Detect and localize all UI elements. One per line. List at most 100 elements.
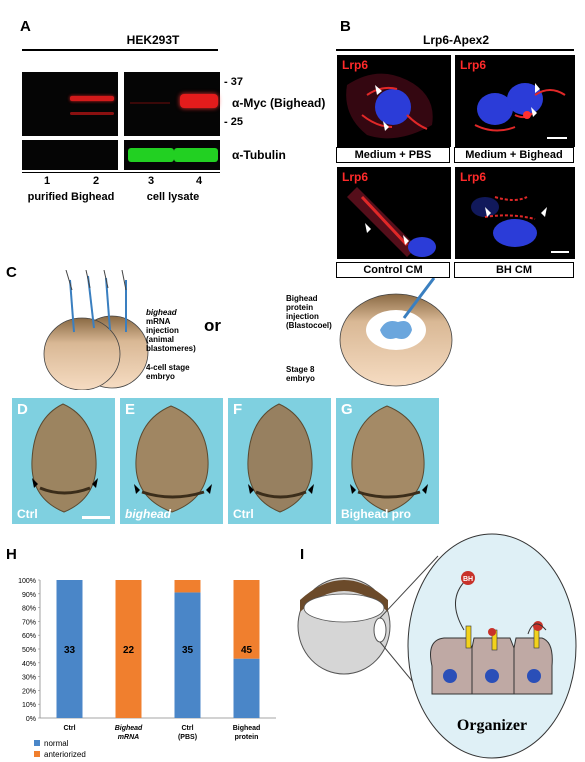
mrna-line-2: mRNA [146, 317, 171, 326]
panel-label-g: G [341, 401, 353, 418]
embryo-panel-g: Bighead pro [336, 398, 439, 524]
channel-label: Lrp6 [342, 58, 369, 72]
x-category-label: Bighead [115, 725, 143, 732]
y-tick-label: 30% [22, 675, 36, 682]
x-category-label: Bighead [233, 725, 261, 732]
y-tick-label: 50% [22, 647, 36, 654]
panel-label-h: H [6, 546, 17, 563]
myc-antibody-label: α-Myc (Bighead) [232, 96, 326, 110]
tubulin-blot-right [124, 140, 220, 170]
myc-blot-left [22, 72, 118, 136]
band-lane4-myc [180, 94, 218, 108]
panel-label-b: B [340, 18, 351, 35]
bh-ligand-label: BH [463, 576, 473, 583]
bar-count-label: 45 [241, 645, 253, 656]
tubulin-band-lane3 [128, 148, 174, 162]
embryo-photo-g [350, 405, 428, 513]
micrograph-bh-cm-image [471, 196, 569, 253]
x-category-label: mRNA [118, 734, 139, 741]
band-lane2-lower [70, 112, 114, 115]
embryo-label-d: Ctrl [17, 507, 38, 521]
bar-normal [233, 658, 260, 718]
stage-left-line-2: embryo [146, 372, 175, 381]
tubulin-antibody-label: α-Tubulin [232, 148, 286, 162]
micrograph-medium-pbs: Lrp6 [336, 54, 452, 148]
legend-label-anteriorized: anteriorized [44, 750, 86, 759]
band-lane3-faint [130, 102, 170, 104]
channel-label: Lrp6 [460, 58, 487, 72]
bar-count-label: 22 [123, 645, 135, 656]
mrna-line-1: bighead [146, 308, 177, 317]
four-cell-embryo-illustration [43, 270, 149, 390]
stage8-text: Stage 8 embryo [286, 365, 315, 383]
panel-label-c: C [6, 264, 17, 281]
caption-control-cm: Control CM [336, 262, 450, 278]
stage-left-line-1: 4-cell stage [146, 363, 190, 372]
protein-line-1: Bighead [286, 294, 318, 303]
bar-count-label: 35 [182, 645, 194, 656]
band-lane2-upper [70, 96, 114, 101]
panel-label-i: I [300, 546, 305, 563]
marker-25: - 25 [224, 116, 243, 128]
stage-right-line-2: embryo [286, 374, 315, 383]
four-cell-stage-text: 4-cell stage embryo [146, 363, 190, 381]
lane-divider [22, 172, 220, 173]
y-tick-label: 80% [22, 606, 36, 613]
micrograph-control-cm: Lrp6 [336, 166, 452, 260]
lane-number-1: 1 [44, 175, 51, 187]
tubulin-blot-left [22, 140, 118, 170]
bar-normal [56, 580, 83, 718]
title-underline [22, 49, 218, 51]
bar-normal [174, 592, 201, 718]
y-tick-label: 100% [18, 578, 36, 585]
caption-medium-pbs: Medium + PBS [336, 147, 450, 163]
x-category-label: (PBS) [178, 734, 197, 741]
organizer-schematic: BH Organizer [297, 533, 577, 759]
protein-line-2: protein [286, 303, 314, 312]
y-tick-label: 70% [22, 619, 36, 626]
panel-label-d: D [17, 401, 28, 418]
cell-line-title: HEK293T [126, 33, 180, 47]
bar-anteriorized [233, 580, 260, 659]
protein-line-3: injection [286, 312, 319, 321]
mrna-line-3: injection [146, 326, 179, 335]
group-label-purified: purified Bighead [27, 191, 115, 203]
mrna-line-4: (animal [146, 335, 175, 344]
protein-injection-text: Bighead protein injection (Blastocoel) [286, 294, 332, 330]
x-category-label: Ctrl [63, 725, 75, 732]
anteriorization-bar-chart: 0%10%20%30%40%50%60%70%80%90%100%33Ctrl2… [18, 578, 276, 759]
y-tick-label: 90% [22, 592, 36, 599]
caption-bh-cm: BH CM [454, 262, 574, 278]
embryo-photo-e [134, 405, 212, 513]
embryo-photo-f [247, 403, 314, 513]
stage-right-line-1: Stage 8 [286, 365, 315, 374]
y-tick-label: 10% [22, 702, 36, 709]
or-text: or [204, 316, 221, 335]
x-category-label: protein [235, 734, 259, 741]
panel-label-a: A [20, 18, 31, 35]
marker-37: - 37 [224, 76, 243, 88]
bar-anteriorized [174, 580, 201, 593]
mrna-injection-text: bighead mRNA injection (animal blastomer… [146, 308, 196, 353]
stage8-embryo-illustration [339, 278, 453, 387]
legend-swatch-normal [34, 740, 40, 746]
embryo-label-f: Ctrl [233, 507, 254, 521]
y-tick-label: 40% [22, 661, 36, 668]
tubulin-band-lane4 [174, 148, 218, 162]
y-tick-label: 20% [22, 688, 36, 695]
lane-number-3: 3 [148, 175, 155, 187]
x-category-label: Ctrl [181, 725, 193, 732]
embryo-label-g: Bighead pro [341, 507, 412, 521]
protein-line-4: (Blastocoel) [286, 321, 332, 330]
y-tick-label: 0% [26, 716, 36, 723]
micrograph-bh-cm: Lrp6 [454, 166, 576, 260]
bar-anteriorized [115, 580, 142, 718]
embryo-panel-f: Ctrl [228, 398, 331, 524]
legend-swatch-anteriorized [34, 751, 40, 757]
group-label-lysate: cell lysate [146, 191, 200, 203]
myc-blot-right [124, 72, 220, 136]
mrna-line-5: blastomeres) [146, 344, 196, 353]
construct-underline [336, 49, 574, 51]
lane-number-4: 4 [196, 175, 203, 187]
y-tick-label: 60% [22, 633, 36, 640]
